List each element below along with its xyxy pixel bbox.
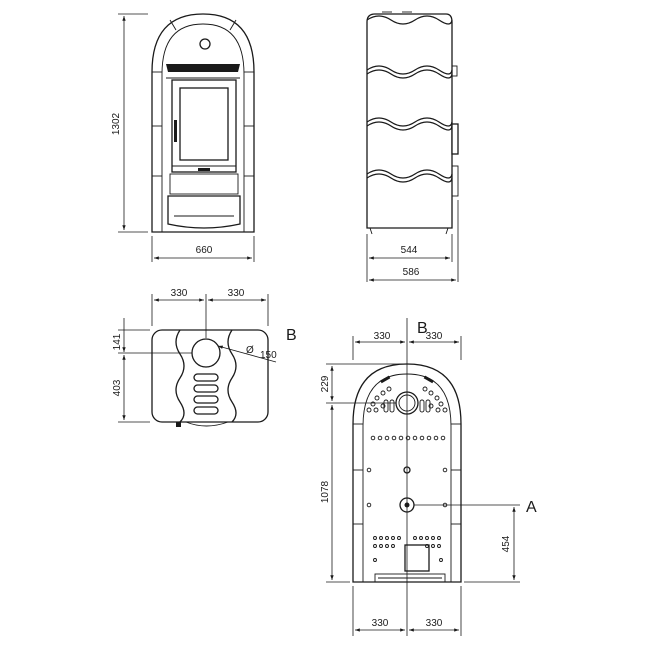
front-door-handle	[174, 120, 177, 142]
top-flue-leader	[217, 345, 277, 363]
rear-hole-row	[370, 435, 446, 441]
rear-bottom-left-label: 330	[372, 618, 389, 629]
front-control-knob	[199, 38, 211, 50]
rear-vent-hole	[442, 407, 448, 413]
top-left-offset-label: 330	[171, 288, 188, 299]
side-knob	[451, 65, 458, 77]
top-vent-slot	[193, 384, 219, 393]
rear-inlet-height-label: 454	[501, 535, 512, 552]
front-height-label: 1302	[111, 112, 122, 135]
front-door	[171, 79, 237, 173]
side-door-protrusion	[451, 123, 459, 155]
side-wave-band	[366, 65, 453, 75]
rear-total-height-label: 1078	[320, 480, 331, 503]
front-lower-panel	[169, 173, 239, 195]
side-wave-band	[366, 169, 453, 179]
front-view: 1302 660	[111, 13, 255, 262]
rear-arch-slot	[380, 375, 391, 384]
rear-vent-hole	[374, 395, 380, 401]
rear-vent-hole	[373, 407, 379, 413]
rear-vent-hole	[434, 395, 440, 401]
rear-bottom-right-label: 330	[426, 618, 443, 629]
side-wave-band	[366, 121, 453, 131]
front-tile-seam	[229, 19, 237, 31]
side-ash-protrusion	[451, 165, 459, 197]
top-body-outline	[151, 329, 269, 423]
top-callout-b: B	[286, 327, 297, 344]
top-knob	[176, 422, 181, 427]
top-vent-slot	[193, 373, 219, 382]
rear-vert-slot	[425, 399, 431, 413]
top-front-depth-label: 141	[112, 333, 123, 350]
top-view: 330 330 141 403 Ø 150 B	[112, 288, 297, 427]
side-depth-inner-label: 544	[401, 245, 418, 256]
rear-vent-hole	[435, 407, 441, 413]
rear-bolt	[366, 502, 372, 508]
front-ash-door	[167, 195, 241, 229]
front-top-plate	[166, 64, 240, 72]
top-panel-left-edge	[175, 329, 185, 423]
rear-arch-slot	[423, 375, 434, 384]
side-view: 544 586	[366, 11, 459, 282]
rear-top-right-label: 330	[426, 331, 443, 342]
rear-vert-slot	[383, 399, 389, 413]
front-inner-arch	[161, 23, 245, 232]
side-wave-band	[366, 117, 453, 127]
front-width-label: 660	[196, 245, 213, 256]
side-depth-outer-label: 586	[403, 267, 420, 278]
front-body-outline	[151, 13, 255, 233]
side-body-outline	[366, 13, 453, 229]
front-door-latch	[198, 168, 210, 171]
top-right-offset-label: 330	[228, 288, 245, 299]
rear-bolt	[442, 467, 448, 473]
rear-vent-hole	[428, 390, 434, 396]
rear-vent-hole	[370, 401, 376, 407]
front-tile-seam	[169, 19, 177, 31]
rear-vent-hole	[366, 407, 372, 413]
side-foot	[445, 227, 449, 235]
rear-vert-slot	[389, 399, 395, 413]
top-rear-depth-label: 403	[112, 379, 123, 396]
rear-vent-hole	[380, 403, 386, 409]
top-vent-slot	[193, 395, 219, 404]
rear-vent-hole	[438, 401, 444, 407]
rear-callout-b: B	[417, 320, 428, 337]
rear-top-left-label: 330	[374, 331, 391, 342]
rear-access-panel	[404, 544, 430, 572]
rear-vent-hole	[422, 386, 428, 392]
rear-bolt	[366, 467, 372, 473]
rear-view: 330 330 B 229 1078 454 A 330 330	[320, 318, 537, 636]
rear-callout-a: A	[526, 499, 537, 516]
rear-vent-hole	[380, 390, 386, 396]
rear-top-height-label: 229	[320, 375, 331, 392]
top-flue-diameter-label: 150	[260, 350, 277, 361]
rear-plinth	[374, 573, 446, 583]
side-foot	[369, 227, 373, 235]
top-vent-slot	[193, 406, 219, 415]
rear-vent-hole	[386, 386, 392, 392]
top-diameter-symbol: Ø	[246, 345, 254, 356]
top-panel-right-edge	[227, 329, 237, 423]
rear-vert-slot	[419, 399, 425, 413]
rear-vent-hole	[428, 403, 434, 409]
side-wave-band	[366, 69, 453, 79]
front-door-glass	[179, 87, 229, 161]
top-front-lip	[185, 421, 229, 427]
side-wave-band	[366, 173, 453, 183]
side-wave-top	[366, 15, 453, 25]
